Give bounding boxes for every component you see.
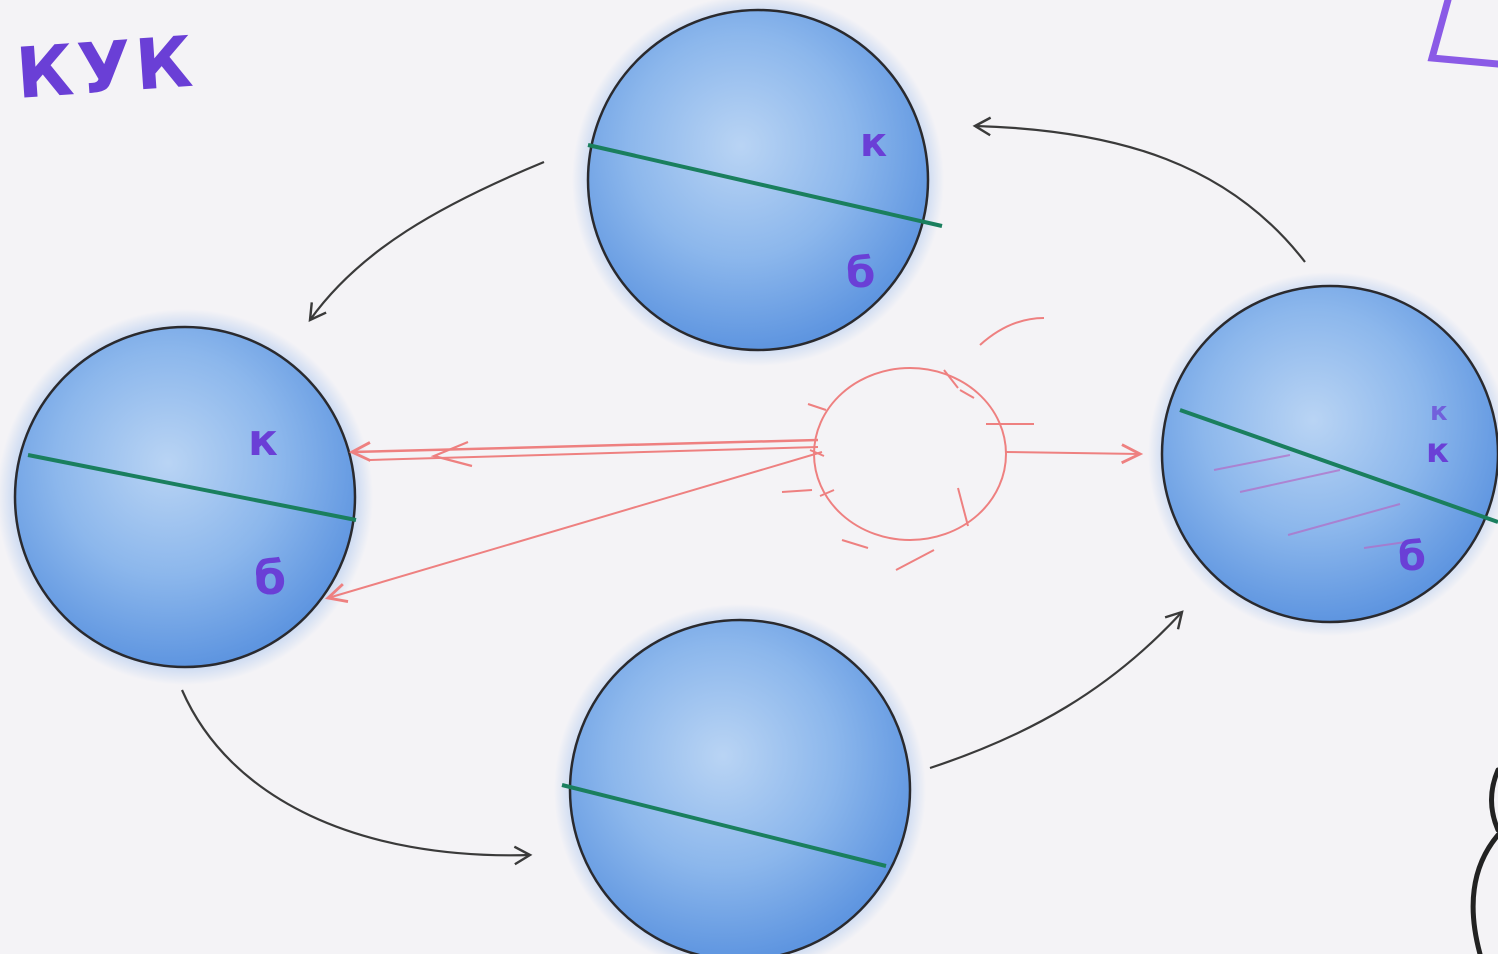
orbit-arrow-top-to-left [308,160,545,322]
orbit-arrow-left-to-bottom [180,689,533,866]
ray-sun-to-left-lower [324,451,823,603]
planet-right: к к б [1148,272,1498,636]
planet-right-label-k: к [1426,431,1449,471]
planet-top: к б [572,0,944,366]
planet-right-body [1160,284,1498,624]
orbit-arrow-right-to-top [972,116,1306,263]
ray-chevron-left-mid [430,440,473,468]
planet-bottom-body [568,618,912,954]
planet-bottom-axis [561,783,887,868]
partial-shape-bottom-right [1470,767,1498,954]
planet-left-axis [27,453,357,522]
ray-sun-to-left-upper [348,438,819,462]
planet-top-label-k: к [860,120,887,166]
orbit-arrow-bottom-to-right [929,610,1184,770]
sun-rays [324,438,1144,603]
planet-right-shading-strokes [1213,454,1421,549]
planet-left-label-b: б [254,551,286,605]
planet-right-axis [1179,408,1498,524]
planet-top-body [586,8,930,352]
sun-icon [781,317,1045,571]
planet-left: к б [0,309,373,685]
planet-top-axis [587,143,943,228]
partial-shape-top-right [1427,0,1498,68]
planet-right-label-b: б [1398,534,1426,580]
diagram-title: КУК [13,21,199,115]
planet-left-label-k: к [248,415,278,466]
planet-left-body [13,325,357,669]
planet-top-label-b: б [846,248,875,297]
planet-right-label-k-faint: к [1430,397,1448,427]
ray-sun-to-right [1005,443,1144,465]
planet-bottom [554,604,926,954]
